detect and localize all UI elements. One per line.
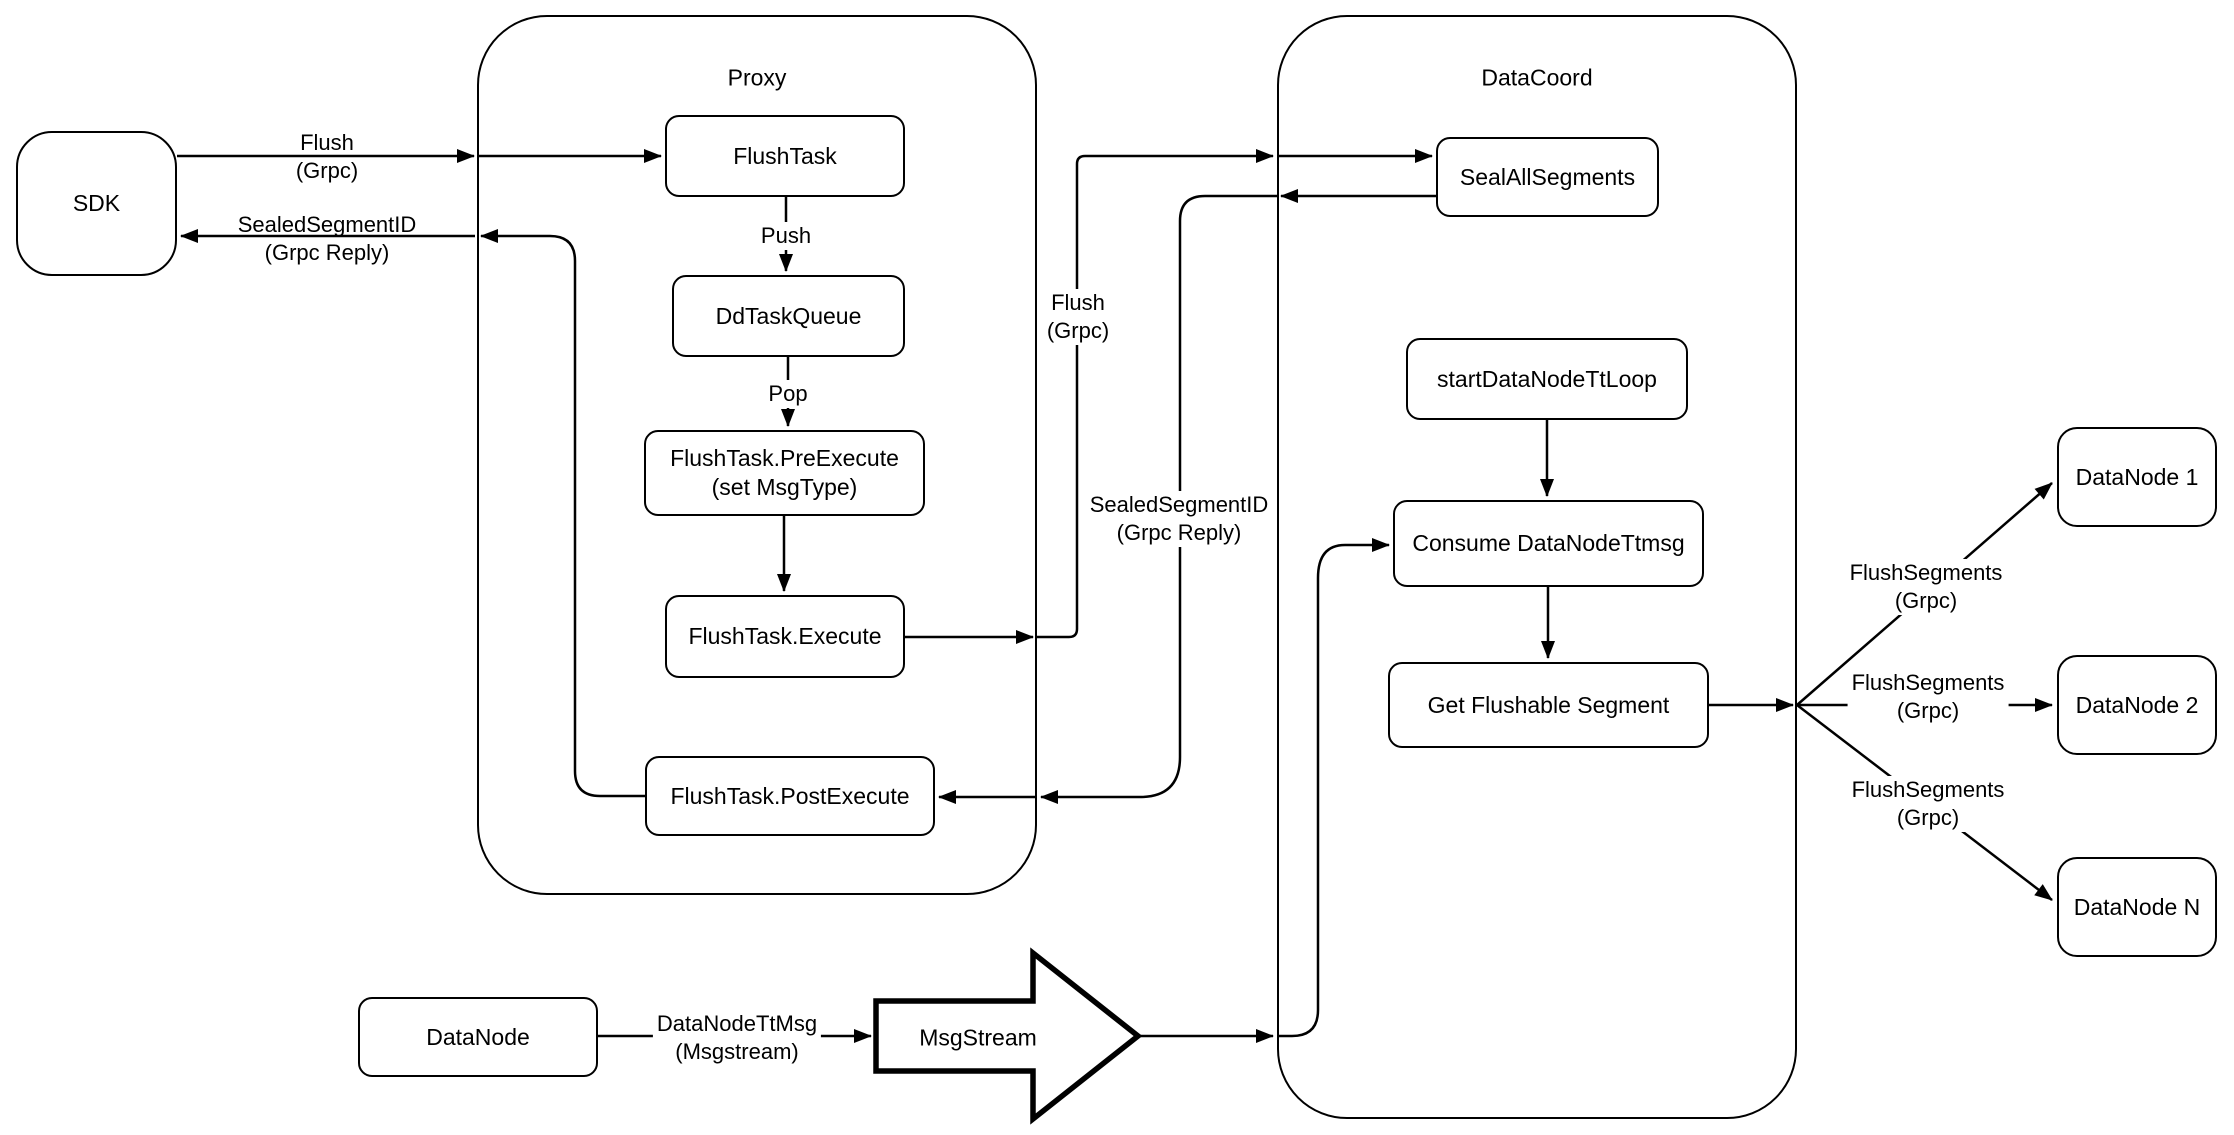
edge-datacoord-edge-to-proxy [1040,194,1277,804]
node-consume-datanodettmsg: Consume DataNodeTtmsg [1393,500,1704,587]
node-flushtask-postexecute: FlushTask.PostExecute [645,756,935,836]
edge-datacoord-edge-to-consume [1278,538,1390,1038]
label-datanodettmsg: DataNodeTtMsg (Msgstream) [652,1010,822,1066]
label-flushsegments-1: FlushSegments (Grpc) [1845,559,2007,615]
label-push: Push [756,222,816,250]
label-sealedsegmentid-proxy-sdk: SealedSegmentID (Grpc Reply) [237,212,417,265]
label-flush-proxy-datacoord: Flush (Grpc) [1042,289,1114,345]
node-flushtask-execute: FlushTask.Execute [665,595,905,678]
node-ddtaskqueue: DdTaskQueue [672,275,905,357]
label-flushsegments-n: FlushSegments (Grpc) [1847,776,2009,832]
msgstream-label: MsgStream [919,1024,1037,1051]
label-flush-sdk-proxy: Flush (Grpc) [295,130,359,183]
edge-postexecute-to-proxy-edge [480,229,645,798]
edge-proxy-edge-to-datacoord [1037,149,1274,639]
node-startdatanodettloop: startDataNodeTtLoop [1406,338,1688,420]
node-get-flushable-segment: Get Flushable Segment [1388,662,1709,748]
label-pop: Pop [764,380,812,408]
node-flushtask-preexecute: FlushTask.PreExecute (set MsgType) [644,430,925,516]
node-datanode-2: DataNode 2 [2057,655,2217,755]
msgstream-block-arrow [873,947,1143,1125]
node-sealallsegments: SealAllSegments [1436,137,1659,217]
datacoord-container-title: DataCoord [1481,64,1593,91]
node-datanode-1: DataNode 1 [2057,427,2217,527]
node-flushtask: FlushTask [665,115,905,197]
node-datanode-source: DataNode [358,997,598,1077]
node-datanode-n: DataNode N [2057,857,2217,957]
label-flushsegments-2: FlushSegments (Grpc) [1847,669,2009,725]
node-sdk: SDK [16,131,177,276]
label-sealedsegmentid-datacoord-proxy: SealedSegmentID (Grpc Reply) [1085,491,1273,547]
proxy-container-title: Proxy [727,64,787,91]
